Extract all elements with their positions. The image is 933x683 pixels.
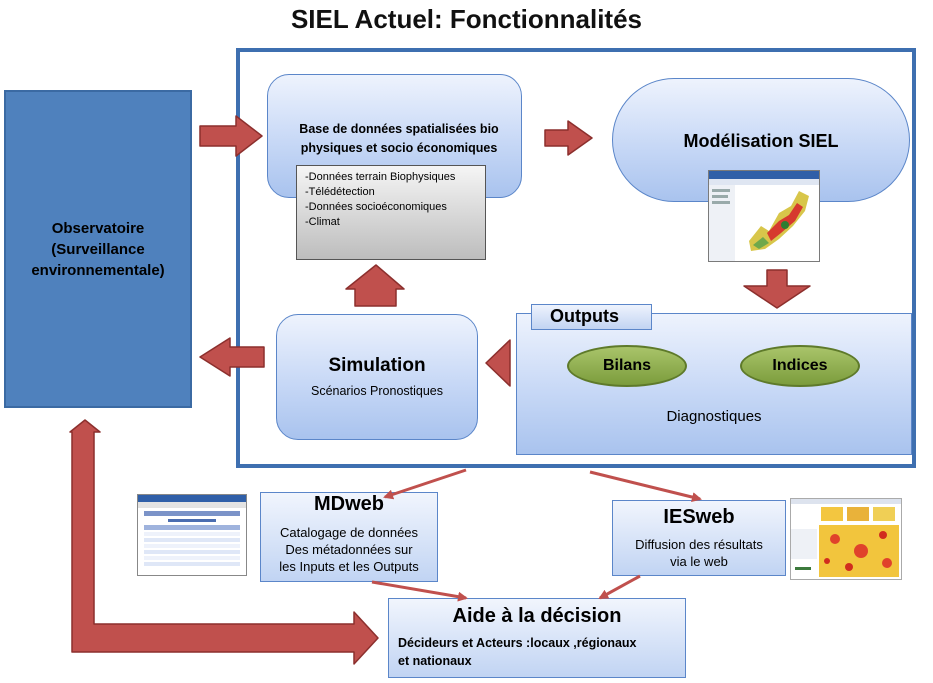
iesweb-title: IESweb — [663, 506, 735, 528]
simulation-box — [276, 314, 478, 440]
iesweb-desc-line: Diffusion des résultats — [635, 537, 763, 552]
mdweb-desc-line: Des métadonnées sur — [285, 542, 413, 557]
iesweb-description: Diffusion des résultats via le web — [612, 536, 786, 570]
mdweb-box — [260, 492, 438, 582]
data-source-item: -Climat — [305, 216, 340, 228]
outputs-tab: Outputs — [531, 304, 652, 330]
observatoire-line-3: environnementale) — [31, 261, 165, 279]
simulation-subtitle: Scénarios Pronostiques — [310, 384, 444, 398]
arrow-outputs-to-simulation — [485, 339, 511, 387]
metadata-table-screenshot — [137, 494, 247, 576]
siel-frame — [236, 48, 916, 468]
aide-desc-line: Décideurs et Acteurs :locaux ,régionaux — [398, 636, 637, 650]
web-map-screenshot — [790, 498, 902, 580]
database-title-line-1: Base de données spatialisées bio — [299, 122, 499, 136]
arrow-observatoire-loop-to-aide — [69, 419, 379, 665]
observatoire-line-1: Observatoire — [51, 219, 145, 237]
data-source-item: -Télédétection — [305, 186, 375, 198]
observatoire-line-2: (Surveillance — [51, 240, 145, 258]
simulation-title: Simulation — [328, 355, 426, 376]
mdweb-desc-line: les Inputs et les Outputs — [279, 559, 419, 574]
iesweb-desc-line: via le web — [670, 554, 728, 569]
arrow-simulation-to-base — [345, 264, 405, 307]
diagram-title: SIEL Actuel: Fonctionnalités — [290, 4, 643, 34]
arrow-observatoire-to-base — [199, 115, 263, 157]
database-title: Base de données spatialisées bio physiqu… — [284, 120, 514, 158]
data-source-item: -Données socioéconomiques — [305, 201, 447, 213]
aide-decision-description: Décideurs et Acteurs :locaux ,régionaux … — [398, 634, 683, 670]
gis-map-screenshot — [708, 170, 820, 262]
arrow-outputs-to-iesweb — [589, 470, 702, 502]
arrow-base-to-modelisation — [544, 120, 593, 156]
aide-desc-line: et nationaux — [398, 654, 472, 668]
arrow-simulation-to-observatoire — [199, 337, 265, 377]
mdweb-description: Catalogage de données Des métadonnées su… — [260, 524, 438, 575]
iesweb-box — [612, 500, 786, 576]
aide-decision-box — [388, 598, 686, 678]
arrow-iesweb-to-aide — [598, 574, 641, 600]
mdweb-desc-line: Catalogage de données — [279, 525, 419, 540]
arrow-outputs-to-mdweb — [383, 468, 467, 500]
modelisation-title: Modélisation SIEL — [683, 131, 839, 151]
data-source-item: -Données terrain Biophysiques — [305, 171, 456, 183]
arrow-modelisation-to-outputs — [743, 269, 811, 309]
bilans-oval: Bilans — [567, 345, 687, 387]
database-title-line-2: physiques et socio économiques — [300, 141, 498, 155]
mdweb-title: MDweb — [314, 493, 384, 515]
observatoire-box: Observatoire (Surveillance environnement… — [4, 90, 192, 408]
data-sources-list: -Données terrain Biophysiques -Télédétec… — [296, 165, 486, 260]
aide-decision-title: Aide à la décision — [452, 605, 622, 627]
diagnostiques-label: Diagnostiques — [666, 408, 762, 425]
outputs-box — [516, 313, 912, 455]
arrow-mdweb-to-aide — [371, 580, 468, 602]
indices-oval: Indices — [740, 345, 860, 387]
